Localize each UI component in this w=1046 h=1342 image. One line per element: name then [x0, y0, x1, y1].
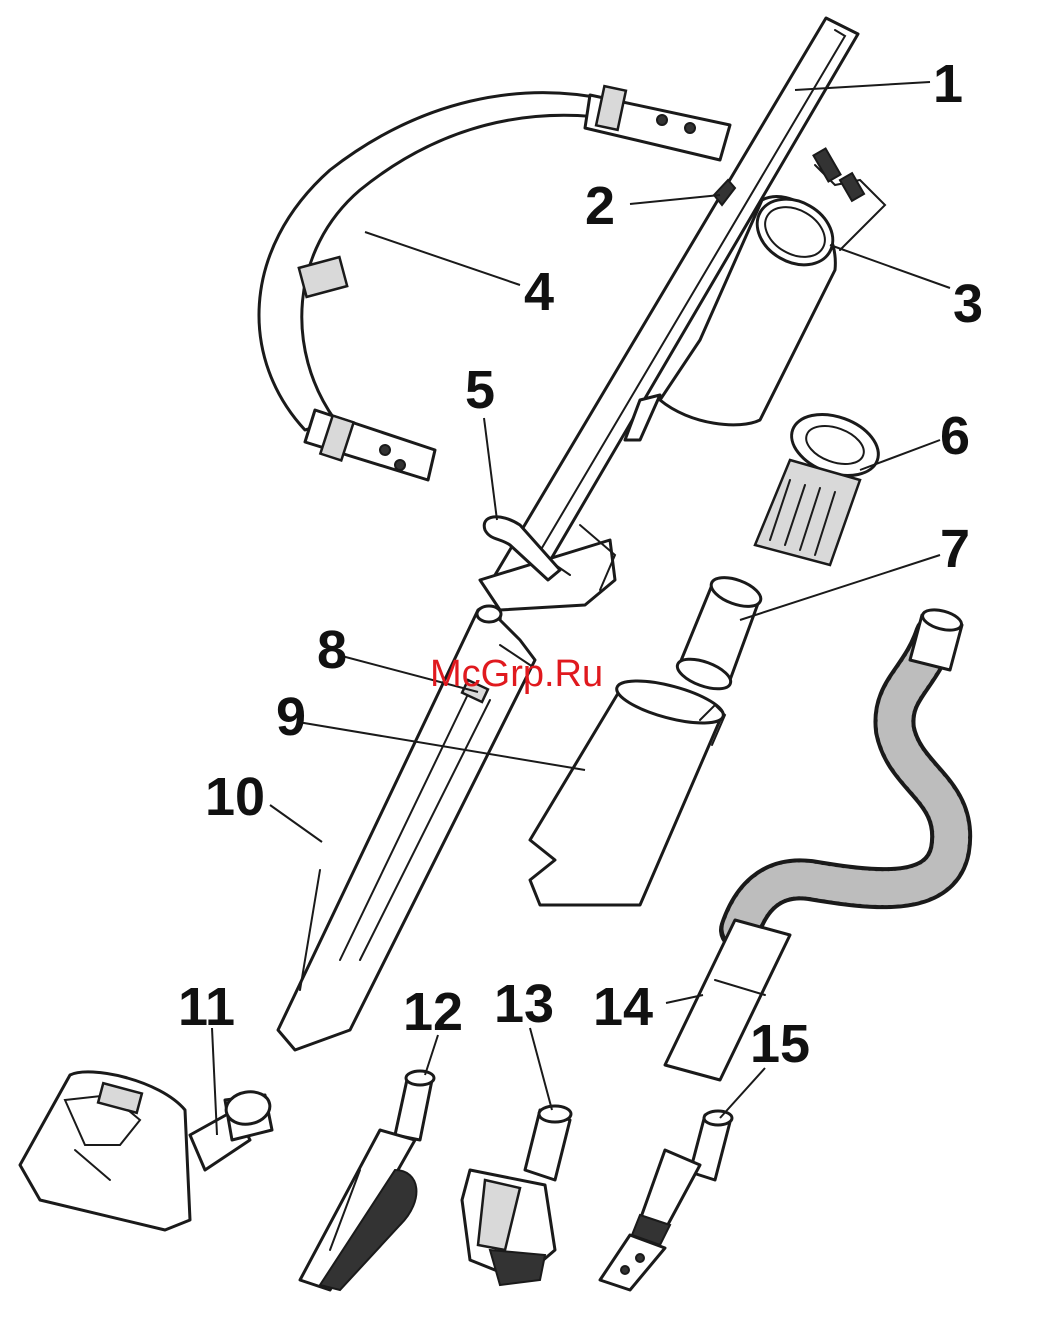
- upholstery-tool: [600, 1111, 732, 1290]
- callout-13: 13: [494, 974, 554, 1034]
- callout-10: 10: [205, 767, 265, 827]
- leader-4: [365, 232, 520, 285]
- callout-4: 4: [524, 262, 554, 322]
- callout-1: 1: [933, 54, 963, 114]
- leader-5: [484, 418, 497, 520]
- callout-8: 8: [317, 620, 347, 680]
- leader-10: [270, 805, 322, 842]
- callout-14: 14: [593, 977, 653, 1037]
- callout-3: 3: [953, 274, 983, 334]
- callout-9: 9: [276, 687, 306, 747]
- leader-7: [740, 555, 940, 620]
- leader-3: [830, 245, 950, 288]
- callout-2: 2: [585, 176, 615, 236]
- floor-nozzle: [20, 1072, 272, 1230]
- callout-7: 7: [940, 519, 970, 579]
- leader-15: [720, 1068, 765, 1118]
- watermark: McGrp.Ru: [430, 653, 603, 695]
- callout-11: 11: [178, 977, 235, 1037]
- leader-13: [530, 1028, 552, 1110]
- shoulder-strap: [259, 86, 730, 480]
- canister-cover: [530, 672, 727, 905]
- leader-11: [212, 1028, 217, 1135]
- crevice-brush: [300, 1071, 434, 1290]
- filter-cartridge: [755, 403, 887, 565]
- leader-2: [630, 195, 720, 204]
- callout-5: 5: [465, 360, 495, 420]
- connector-sleeve: [674, 572, 765, 695]
- dusting-brush: [462, 1106, 571, 1285]
- callout-15: 15: [750, 1014, 810, 1074]
- callout-12: 12: [403, 982, 463, 1042]
- callout-6: 6: [940, 406, 970, 466]
